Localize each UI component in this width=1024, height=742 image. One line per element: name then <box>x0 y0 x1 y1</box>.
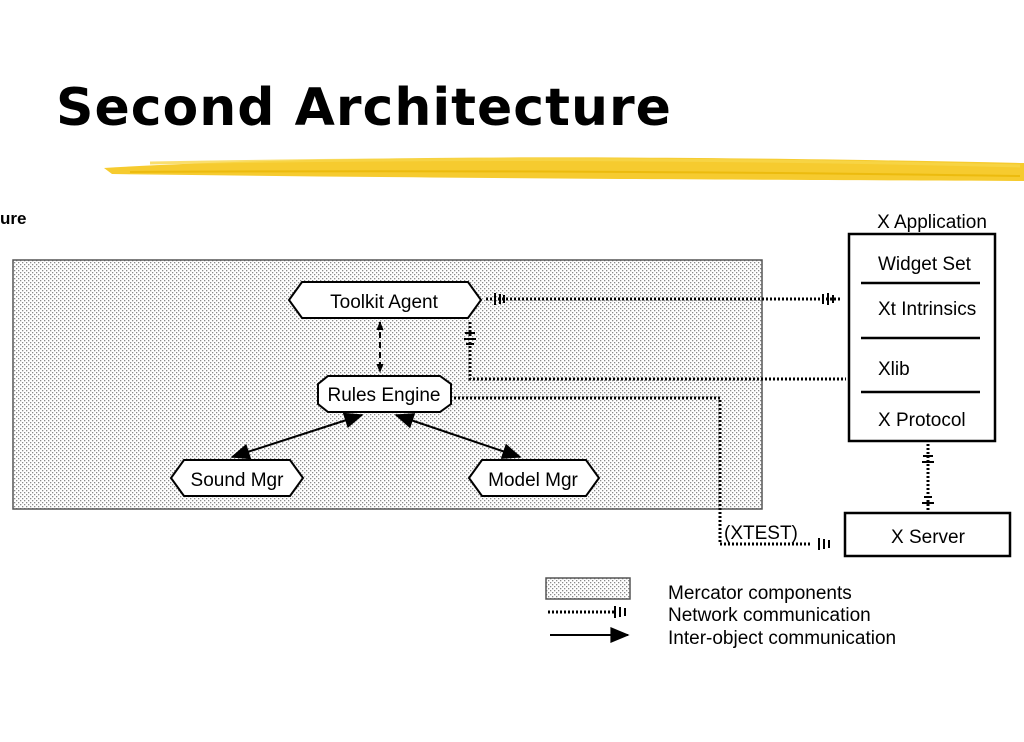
slide-title: Second Architecture <box>56 78 672 138</box>
legend-label-inter-object: Inter-object communication <box>668 628 896 649</box>
network-arrowhead-left <box>494 293 505 305</box>
title-highlighter-stroke <box>104 157 1024 181</box>
node-model-mgr-label: Model Mgr <box>488 470 578 491</box>
layer-x-protocol: X Protocol <box>878 410 966 431</box>
network-arrowhead-server <box>922 455 934 504</box>
x-application-title: X Application <box>877 212 987 233</box>
layer-xt-intrinsics: Xt Intrinsics <box>878 299 976 320</box>
arrow-rules-model <box>394 413 522 459</box>
node-sound-mgr-label: Sound Mgr <box>191 470 285 491</box>
arrow-rules-sound <box>230 412 364 460</box>
network-arrowhead-right <box>822 293 834 305</box>
node-model-mgr: Model Mgr <box>467 459 601 497</box>
x-server-box <box>843 511 1012 558</box>
node-toolkit-agent: Toolkit Agent <box>287 281 483 319</box>
legend-label-network: Network communication <box>668 605 871 626</box>
network-arrowhead-xtest <box>818 538 830 550</box>
layer-xlib: Xlib <box>878 359 910 380</box>
node-sound-mgr: Sound Mgr <box>169 459 305 497</box>
node-rules-engine-label: Rules Engine <box>327 385 440 406</box>
node-rules-engine: Rules Engine <box>317 375 452 413</box>
legend-label-mercator: Mercator components <box>668 583 852 604</box>
legend: Mercator components Network communicatio… <box>545 577 896 649</box>
x-server-label: X Server <box>891 527 966 548</box>
node-toolkit-agent-label: Toolkit Agent <box>330 292 438 313</box>
network-arrowhead-up <box>464 332 476 345</box>
xtest-label: (XTEST) <box>724 523 798 544</box>
layer-widget-set: Widget Set <box>878 254 972 275</box>
cut-off-label: ure <box>0 209 27 228</box>
legend-swatch-mercator <box>545 577 631 600</box>
network-links <box>446 293 934 550</box>
